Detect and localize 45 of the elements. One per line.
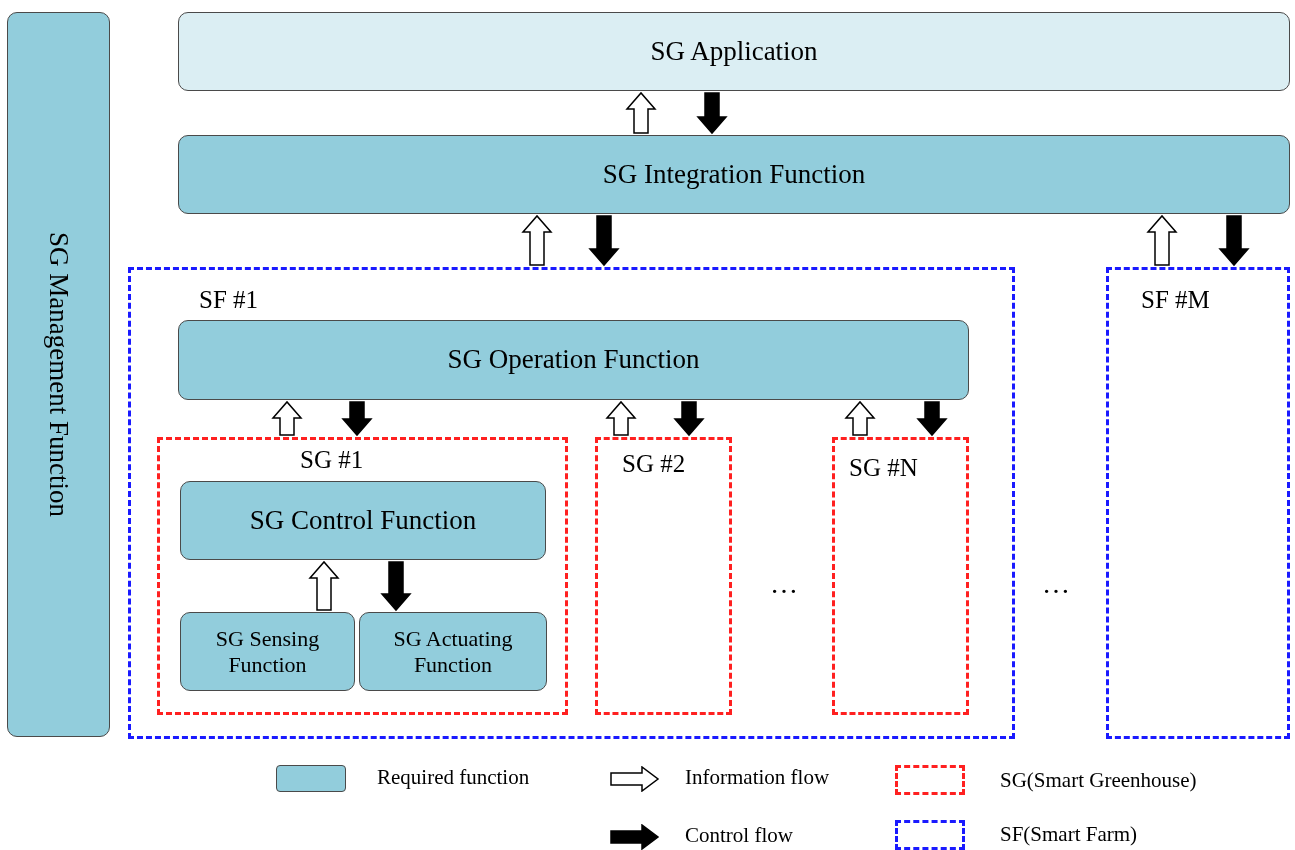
block-arrow [588,215,620,267]
container-title: SG #1 [300,446,364,475]
legend-label: Information flow [685,765,830,790]
function-label: SG Management Function [43,232,74,517]
actuating-function-box [359,612,547,691]
ellipsis: … [770,568,798,600]
function-label: SG Control Function [249,504,477,536]
block-arrow [625,91,657,134]
legend-label: SF(Smart Farm) [1000,822,1138,847]
application-box [178,12,1290,91]
function-label: SG Integration Function [602,158,866,190]
container-title: SG #2 [622,450,686,479]
function-label: SG Application [650,35,818,67]
block-arrow [605,400,637,436]
greenhouse-container [595,437,732,715]
sensing-function-box [180,612,355,691]
block-arrow [341,401,373,437]
block-arrow [1218,215,1250,267]
management-function-box [7,12,110,737]
block-arrow [696,92,728,135]
function-label: SG Sensing Function [214,626,321,677]
legend-label: Control flow [685,823,793,848]
container-title: SG #N [849,454,918,483]
legend-label: Required function [377,765,530,790]
block-arrow [673,401,705,437]
block-arrow [916,401,948,437]
ellipsis: … [1042,568,1070,600]
block-arrow [1146,214,1178,266]
container-title: SF #1 [199,286,259,315]
farm-container [1106,267,1290,739]
farm-container [128,267,1015,739]
operation-function-box [178,320,969,400]
function-label: SG Operation Function [447,344,700,376]
block-arrow [308,560,340,611]
function-label: SG Actuating Function [392,626,514,677]
block-arrow [271,400,303,436]
block-arrow [844,400,876,436]
container-title: SF #M [1141,286,1210,315]
greenhouse-container [157,437,568,715]
block-arrow [380,561,412,612]
control-function-box [180,481,546,560]
block-arrow [521,214,553,266]
legend-label: SG(Smart Greenhouse) [1000,768,1197,793]
integration-function-box [178,135,1290,214]
greenhouse-container [832,437,969,715]
